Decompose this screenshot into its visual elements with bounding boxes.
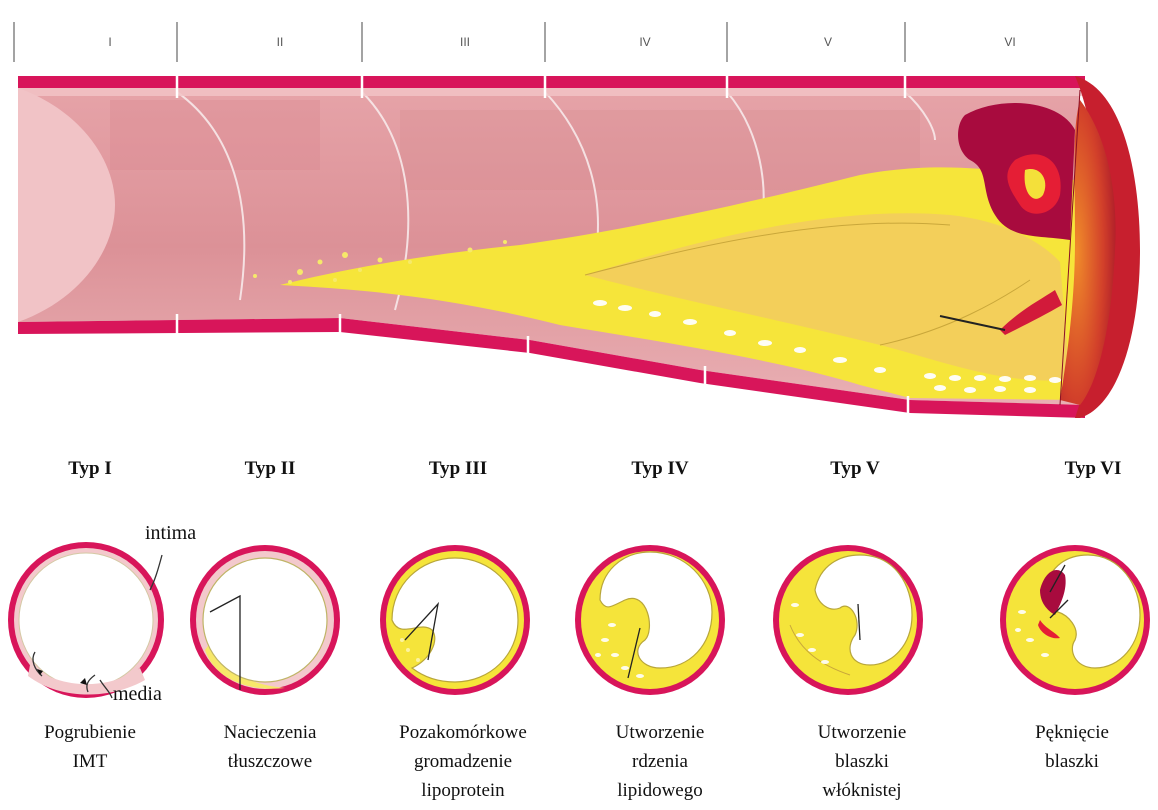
type-2-desc-line-2: tłuszczowe <box>185 747 355 776</box>
type-4-description: Utworzenie rdzenia lipidowego <box>575 718 745 805</box>
type-6-description: Pęknięcie blaszki <box>987 718 1157 776</box>
type-6-desc-line-2: blaszki <box>987 747 1157 776</box>
type-5-desc-line-1: Utworzenie <box>777 718 947 747</box>
stage-numeral-6: VI <box>1004 35 1015 49</box>
type-3-desc-line-3: lipoprotein <box>378 776 548 805</box>
type-1-description: Pogrubienie IMT <box>5 718 175 776</box>
type-5-label: Typ V <box>785 458 925 480</box>
type-3-label: Typ III <box>388 458 528 480</box>
stage-numeral-5: V <box>824 35 832 49</box>
type-6-label: Typ VI <box>1023 458 1158 480</box>
type-4-desc-line-2: rdzenia <box>575 747 745 776</box>
type-2-description: Nacieczenia tłuszczowe <box>185 718 355 776</box>
stage-numerals: I II III IV V VI <box>108 35 1015 49</box>
media-label: media <box>113 683 162 706</box>
type-1-desc-line-1: Pogrubienie <box>5 718 175 747</box>
stage-numeral-1: I <box>108 35 111 49</box>
cross-section-type-3 <box>380 545 530 695</box>
type-3-description: Pozakomórkowe gromadzenie lipoprotein <box>378 718 548 805</box>
type-5-desc-line-2: blaszki <box>777 747 947 776</box>
stage-numeral-2: II <box>277 35 284 49</box>
type-3-desc-line-1: Pozakomórkowe <box>378 718 548 747</box>
type-1-desc-line-2: IMT <box>5 747 175 776</box>
type-4-desc-line-3: lipidowego <box>575 776 745 805</box>
type-5-description: Utworzenie blaszki włóknistej <box>777 718 947 805</box>
type-3-desc-line-2: gromadzenie <box>378 747 548 776</box>
stage-numeral-4: IV <box>639 35 650 49</box>
type-1-label: Typ I <box>20 458 160 480</box>
vessel-long-section <box>18 74 1140 418</box>
stage-numeral-3: III <box>460 35 470 49</box>
type-4-label: Typ IV <box>590 458 730 480</box>
type-6-desc-line-1: Pęknięcie <box>987 718 1157 747</box>
cross-section-type-6 <box>1000 545 1150 695</box>
type-5-desc-line-3: włóknistej <box>777 776 947 805</box>
intima-pointer <box>150 555 162 590</box>
cross-section-type-1 <box>8 542 164 698</box>
cross-section-type-2 <box>190 545 340 695</box>
type-2-label: Typ II <box>200 458 340 480</box>
type-4-desc-line-1: Utworzenie <box>575 718 745 747</box>
cross-section-type-4 <box>575 545 725 695</box>
stage-dividers <box>14 22 1087 62</box>
intima-label: intima <box>145 522 196 545</box>
cross-section-type-5 <box>773 545 923 695</box>
type-2-desc-line-1: Nacieczenia <box>185 718 355 747</box>
